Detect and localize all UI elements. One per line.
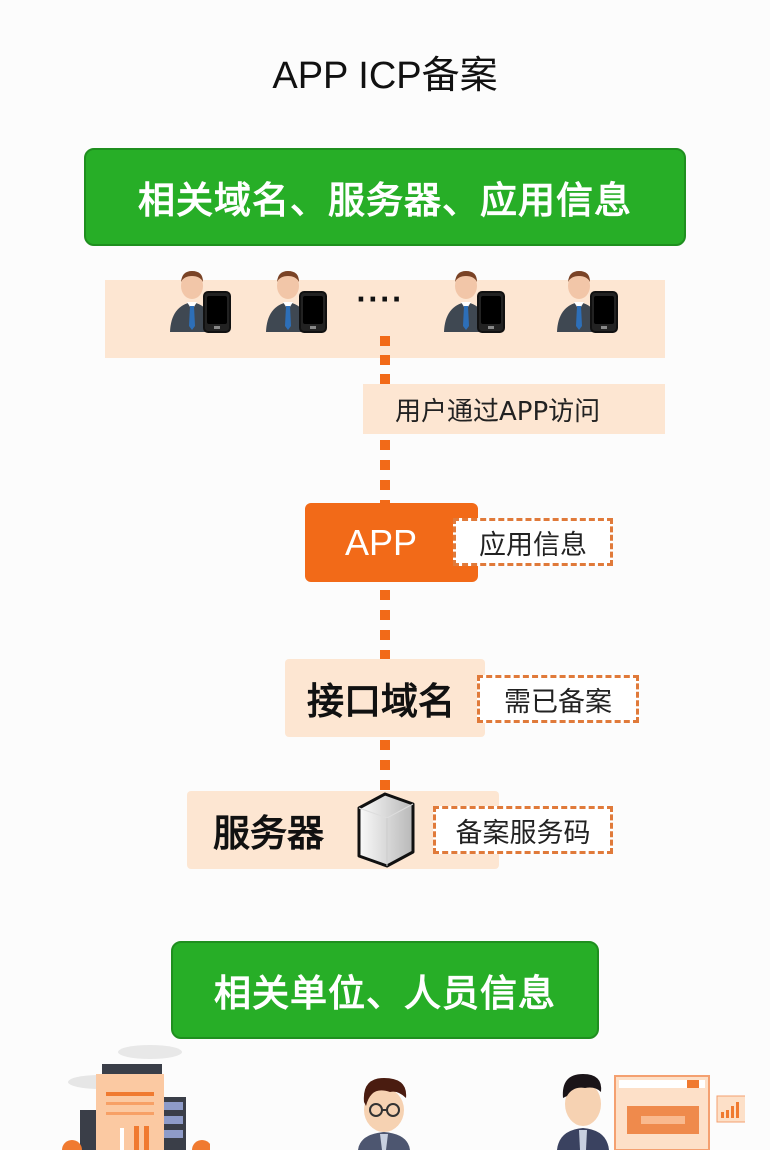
office-building-icon <box>62 1045 210 1150</box>
user-with-phone-icon <box>169 270 231 333</box>
app-label: APP <box>345 521 418 563</box>
person-with-glasses-icon <box>358 1078 410 1150</box>
domain-label: 接口域名 <box>307 680 455 723</box>
domain-note-text: 需已备案 <box>504 686 612 718</box>
user-with-phone-icon <box>443 270 505 333</box>
server-icon <box>357 792 415 868</box>
user-access-label: 用户通过APP访问 <box>363 384 665 434</box>
filing-service-code-note: 备案服务码 <box>433 806 613 854</box>
app-note-text: 应用信息 <box>479 529 587 561</box>
ellipsis: ···· <box>356 285 404 315</box>
page-title: APP ICP备案 <box>272 55 498 97</box>
user-access-text: 用户通过APP访问 <box>395 396 601 427</box>
app-info-note: 应用信息 <box>453 518 613 566</box>
domain-server-app-info-box: 相关域名、服务器、应用信息 <box>84 148 686 246</box>
unit-personnel-info-box: 相关单位、人员信息 <box>171 941 599 1039</box>
user-with-phone-icon <box>556 270 618 333</box>
server-label: 服务器 <box>213 812 324 855</box>
api-domain-node: 接口域名 <box>285 659 485 737</box>
user-with-phone-icon <box>265 270 327 333</box>
top-box-label: 相关域名、服务器、应用信息 <box>138 179 632 222</box>
server-note-text: 备案服务码 <box>455 817 591 849</box>
bottom-box-label: 相关单位、人员信息 <box>214 972 556 1015</box>
app-node: APP <box>305 503 478 582</box>
person-with-web-dashboard-icon <box>557 1074 745 1150</box>
domain-filed-note: 需已备案 <box>477 675 639 723</box>
